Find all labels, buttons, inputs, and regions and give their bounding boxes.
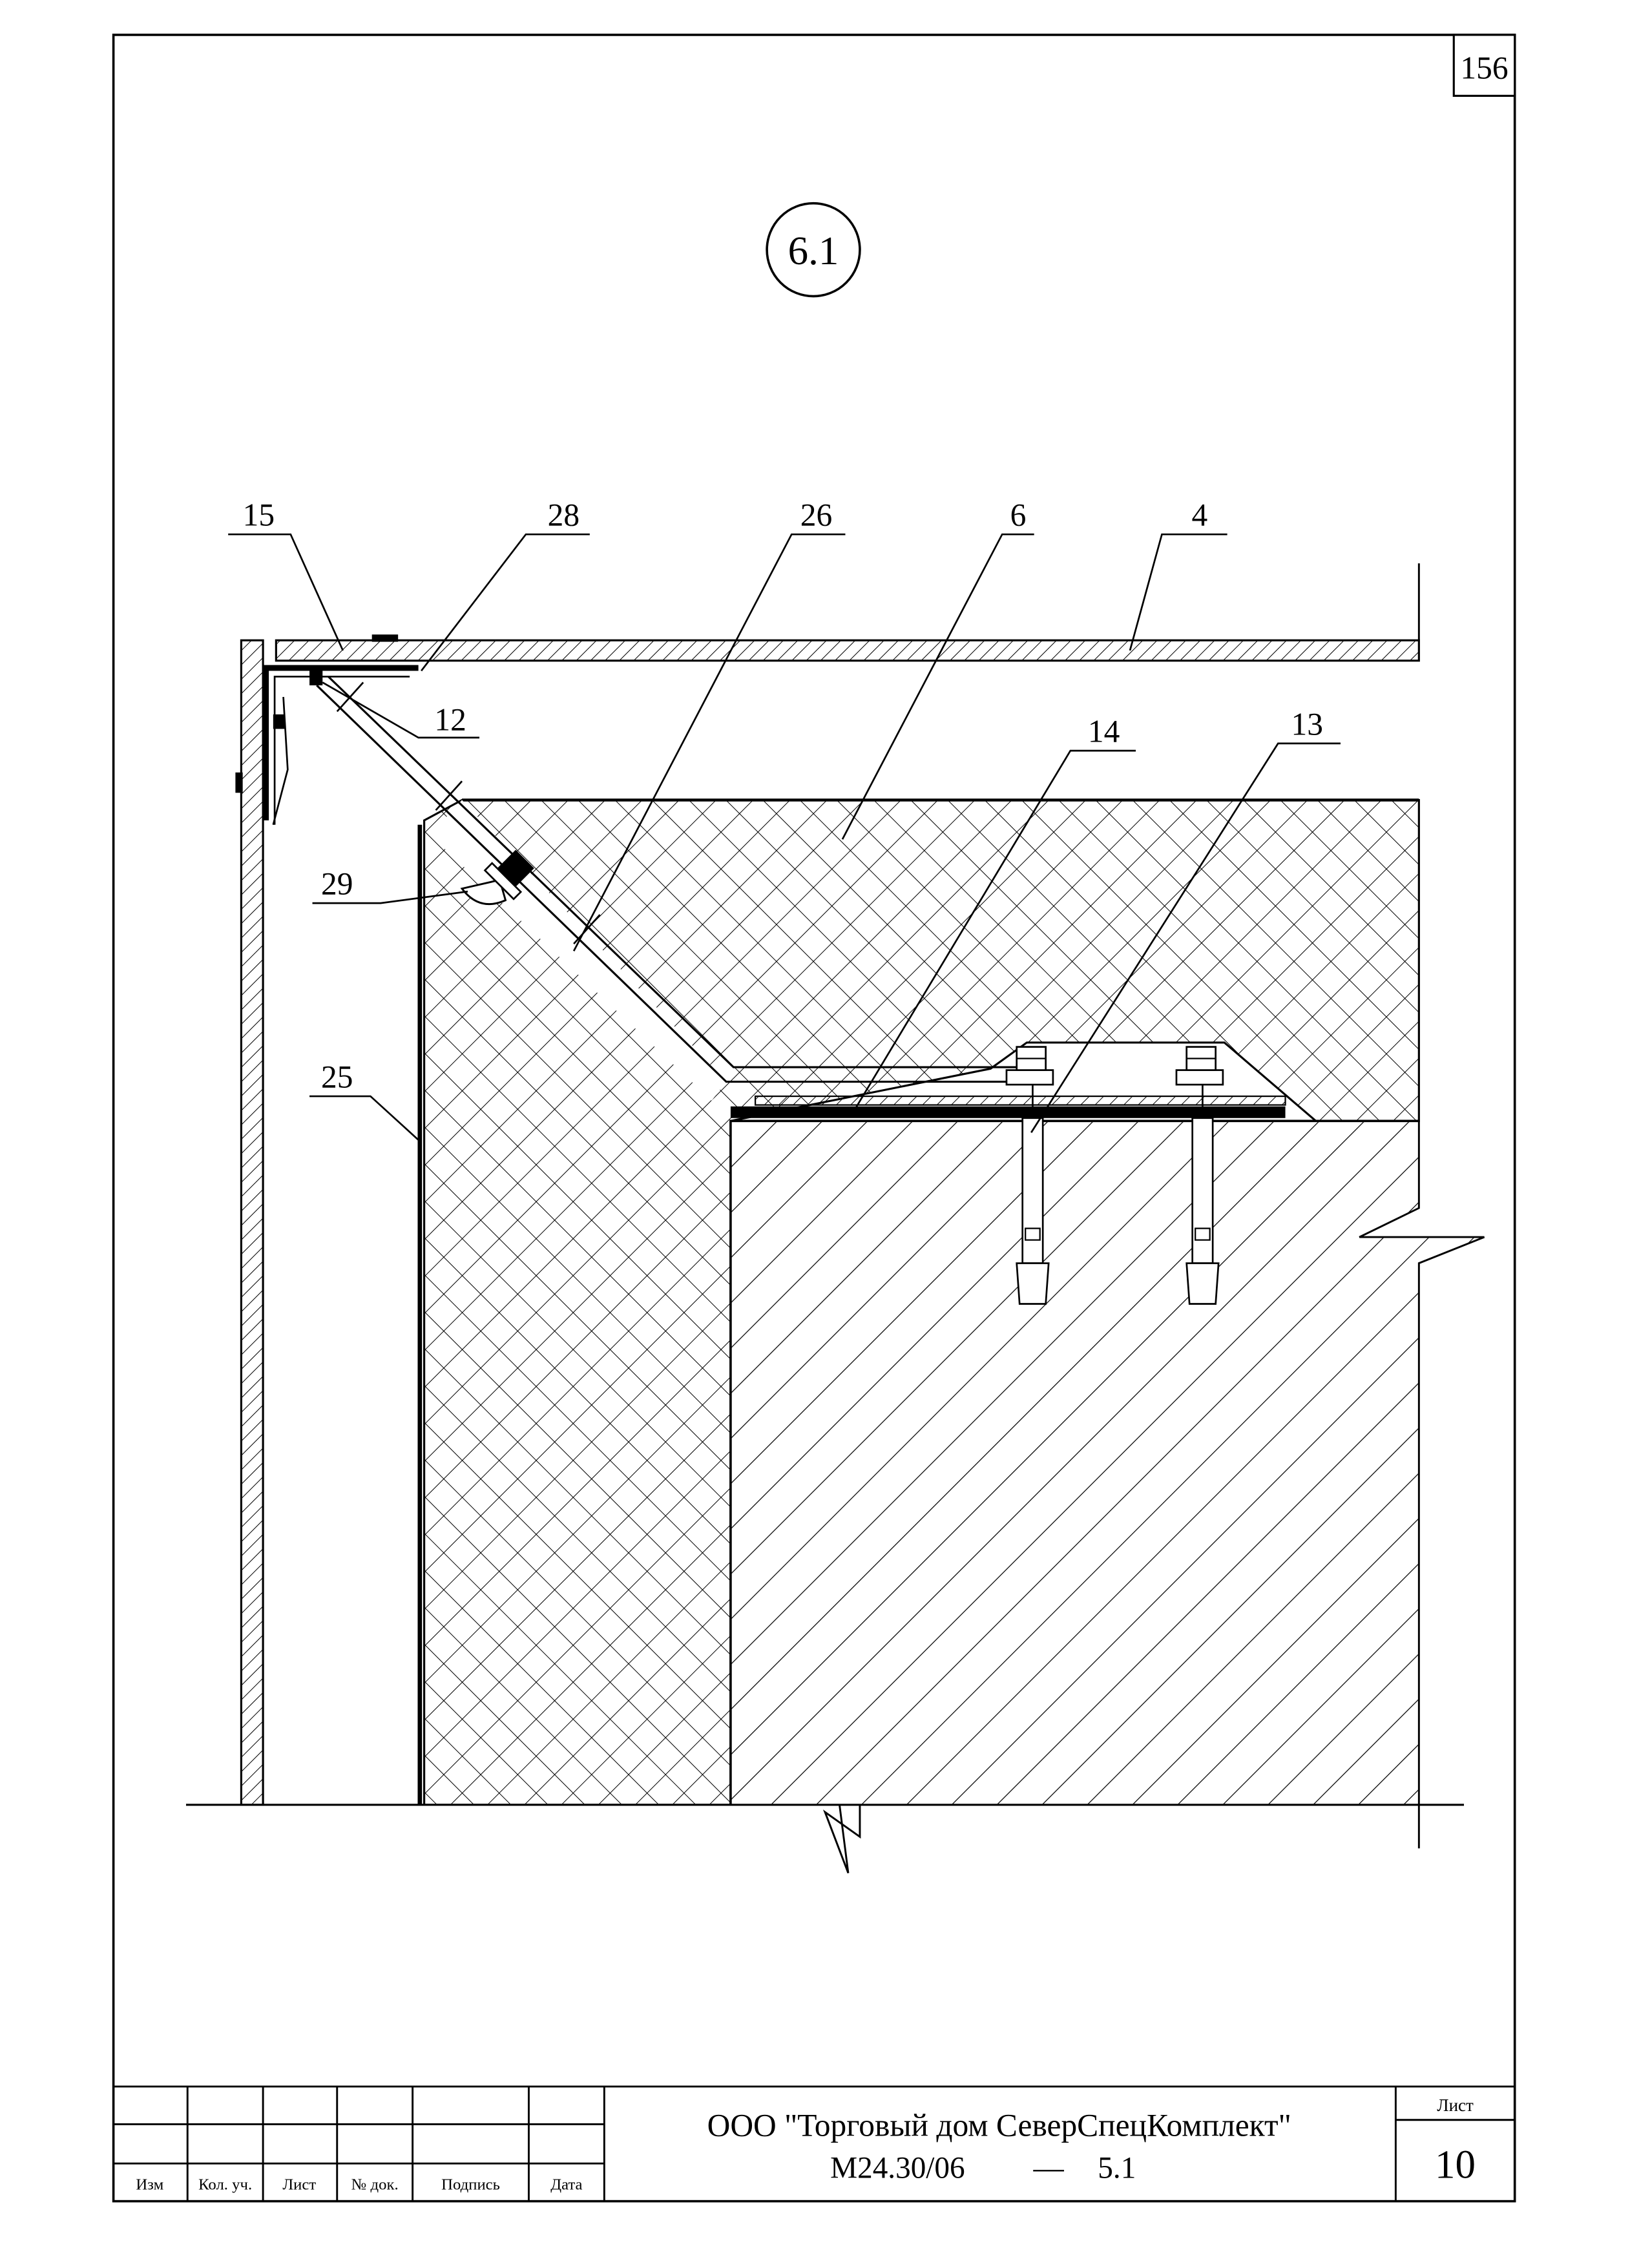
tb-kol-uch: Кол. уч. xyxy=(198,2176,252,2194)
callout-26: 26 xyxy=(800,497,832,533)
leader-13 xyxy=(1030,742,1341,1133)
sealant-29 xyxy=(460,879,507,906)
callout-15: 15 xyxy=(243,497,275,533)
leader-25 xyxy=(309,1095,421,1142)
leader-4 xyxy=(1129,533,1227,651)
title-block-text: Изм Кол. уч. Лист № док. Подпись Дата ОО… xyxy=(136,2096,1476,2193)
leader-15 xyxy=(228,533,344,651)
anchor-13-left xyxy=(1005,1046,1054,1305)
tb-podpis: Подпись xyxy=(441,2176,500,2194)
break-line-right xyxy=(1359,1121,1485,1849)
tb-organization: ООО "Торговый дом СеверСпецКомплект" xyxy=(707,2107,1291,2143)
callout-labels: 15 28 26 6 4 12 14 13 29 25 xyxy=(243,497,1323,1095)
leader-26 xyxy=(572,533,846,952)
leader-12 xyxy=(322,681,480,739)
callouts xyxy=(228,533,1341,1142)
page-number-box: 156 xyxy=(1452,34,1516,97)
leader-28 xyxy=(421,533,590,672)
page-number: 156 xyxy=(1460,50,1508,85)
tb-n-dok: № док. xyxy=(351,2176,399,2194)
callout-12: 12 xyxy=(434,702,466,738)
callout-4: 4 xyxy=(1192,497,1208,533)
leader-29 xyxy=(312,890,468,904)
title-block xyxy=(113,2085,1515,2201)
callout-25: 25 xyxy=(321,1059,353,1095)
tb-sheet-number: 10 xyxy=(1435,2142,1476,2187)
tb-document-section: 5.1 xyxy=(1098,2152,1136,2185)
sheet-frame xyxy=(112,34,1516,2203)
break-line-bottom xyxy=(822,1804,861,1874)
detail-mark-label: 6.1 xyxy=(788,228,839,273)
callout-13: 13 xyxy=(1291,706,1323,742)
tb-izm: Изм xyxy=(136,2176,163,2194)
tb-list: Лист xyxy=(282,2176,316,2194)
tb-sheet-label: Лист xyxy=(1437,2096,1474,2115)
tb-document-code: М24.30/06 xyxy=(830,2152,965,2185)
detail-mark: 6.1 xyxy=(766,202,861,298)
callout-29: 29 xyxy=(321,866,353,902)
callout-14: 14 xyxy=(1088,714,1120,749)
callout-6: 6 xyxy=(1010,497,1027,533)
corner-profile-15 xyxy=(263,665,419,820)
bracket-26 xyxy=(316,676,1017,1083)
leader-6 xyxy=(841,533,1034,840)
tb-document-dash: — xyxy=(1033,2152,1065,2185)
base-plate-14 xyxy=(730,1106,1286,1118)
callout-28: 28 xyxy=(548,497,580,533)
leader-14 xyxy=(853,749,1136,1112)
detail-drawing xyxy=(185,563,1485,1874)
concrete-wall-section xyxy=(730,1121,1485,1805)
tb-data: Дата xyxy=(550,2176,582,2194)
cladding-panel-horizontal-4 xyxy=(275,639,1420,662)
cladding-panel-vertical xyxy=(240,639,264,1806)
fastener-12 xyxy=(309,671,323,685)
anchor-13-right xyxy=(1175,1046,1224,1305)
